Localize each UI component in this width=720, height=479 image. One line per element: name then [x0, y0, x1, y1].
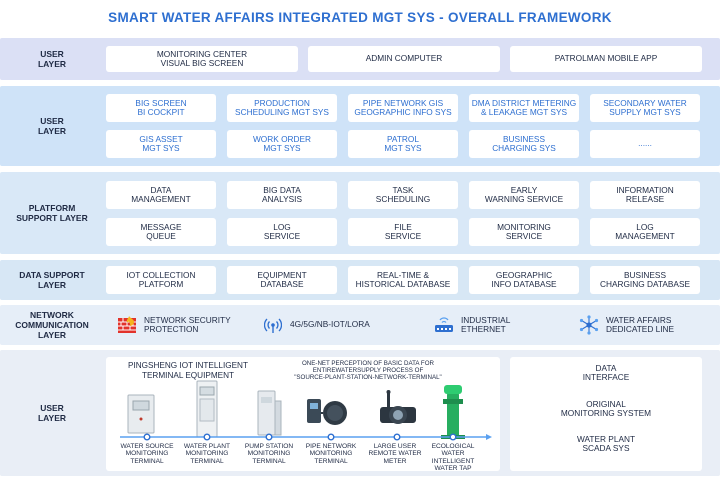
database-box: IOT COLLECTION PLATFORM: [106, 266, 216, 294]
platform-service-box: TASK SCHEDULING: [348, 181, 458, 209]
ellipsis-box: ......: [590, 130, 700, 158]
pump-station-cabinet-icon: [257, 390, 282, 436]
system-box: WORK ORDER MGT SYS: [227, 130, 337, 158]
equipment-panel: [106, 357, 500, 471]
dedicated-line-label: WATER AFFAIRS DEDICATED LINE: [606, 314, 675, 334]
patrolman-app-box: PATROLMAN MOBILE APP: [510, 46, 702, 72]
ethernet-label: INDUSTRIAL ETHERNET: [461, 314, 511, 334]
platform-layer-label: PLATFORM SUPPORT LAYER: [16, 203, 88, 223]
wireless-label: 4G/5G/NB-IOT/LORA: [290, 319, 370, 330]
platform-service-box: FILE SERVICE: [348, 218, 458, 246]
bottom-layer-label: USER LAYER: [37, 403, 67, 423]
platform-service-box: MESSAGE QUEUE: [106, 218, 216, 246]
platform-service-box: MONITORING SERVICE: [469, 218, 579, 246]
network-security-label: NETWORK SECURITY PROTECTION: [144, 314, 231, 334]
pipe-network-monitor-icon: [307, 399, 347, 425]
system-box: SECONDARY WATER SUPPLY MGT SYS: [590, 94, 700, 122]
data-layer-label: DATA SUPPORT LAYER: [19, 270, 85, 290]
admin-computer-box: ADMIN COMPUTER: [308, 46, 500, 72]
platform-service-box: EARLY WARNING SERVICE: [469, 181, 579, 209]
system-box: BUSINESS CHARGING SYS: [469, 130, 579, 158]
water-source-cabinet-icon: [127, 394, 155, 434]
monitoring-center-box: MONITORING CENTER VISUAL BIG SCREEN: [106, 46, 298, 72]
pipe-network-terminal-label: PIPE NETWORK MONITORING TERMINAL: [305, 443, 357, 465]
equipment-title: PINGSHENG IOT INTELLIGENT TERMINAL EQUIP…: [128, 361, 248, 380]
database-box: GEOGRAPHIC INFO DATABASE: [469, 266, 579, 294]
ethernet-item: INDUSTRIAL ETHERNET: [433, 314, 510, 336]
platform-service-box: LOG SERVICE: [227, 218, 337, 246]
water-source-terminal-label: WATER SOURCE MONITORING TERMINAL: [120, 443, 174, 465]
scada-item: WATER PLANT SCADA SYS: [576, 433, 636, 453]
system-box: GIS ASSET MGT SYS: [106, 130, 216, 158]
fire-hydrant-icon: [441, 385, 465, 439]
router-icon: [433, 315, 455, 335]
wireless-item: 4G/5G/NB-IOT/LORA: [262, 314, 370, 336]
system-box: PRODUCTION SCHEDULING MGT SYS: [227, 94, 337, 122]
network-security-item: NETWORK SECURITY PROTECTION: [116, 314, 231, 336]
water-tap-terminal-label: ECOLOGICAL WATER INTELLIGENT WATER TAP: [431, 443, 475, 472]
system-box: PATROL MGT SYS: [348, 130, 458, 158]
wireless-signal-icon: [262, 315, 284, 335]
system-box: BIG SCREEN BI COCKPIT: [106, 94, 216, 122]
perception-caption: ONE-NET PERCEPTION OF BASIC DATA FOR ENT…: [294, 360, 442, 381]
original-monitoring-item: ORIGINAL MONITORING SYSTEM: [560, 398, 652, 418]
water-plant-terminal-label: WATER PLANT MONITORING TERMINAL: [183, 443, 231, 465]
page-title: SMART WATER AFFAIRS INTEGRATED MGT SYS -…: [108, 9, 612, 25]
water-meter-terminal-label: LARGE USER REMOTE WATER METER: [368, 443, 422, 465]
platform-service-box: INFORMATION RELEASE: [590, 181, 700, 209]
network-hub-icon: [578, 315, 600, 335]
data-interface-item: DATA INTERFACE: [582, 362, 630, 382]
network-layer-label: NETWORK COMMUNICATION LAYER: [15, 310, 89, 340]
platform-service-box: DATA MANAGEMENT: [106, 181, 216, 209]
interfaces-panel: [510, 357, 702, 471]
dedicated-line-item: WATER AFFAIRS DEDICATED LINE: [578, 314, 674, 336]
pump-station-terminal-label: PUMP STATION MONITORING TERMINAL: [244, 443, 294, 465]
user-layer-1-label: USER LAYER: [37, 49, 67, 69]
system-box: PIPE NETWORK GIS GEOGRAPHIC INFO SYS: [348, 94, 458, 122]
firewall-icon: [116, 315, 138, 335]
terminal-equipment-illustrations: [120, 380, 492, 441]
database-box: EQUIPMENT DATABASE: [227, 266, 337, 294]
database-box: BUSINESS CHARGING DATABASE: [590, 266, 700, 294]
user-layer-2-label: USER LAYER: [37, 116, 67, 136]
system-box: DMA DISTRICT METERING & LEAKAGE MGT SYS: [469, 94, 579, 122]
water-meter-icon: [380, 390, 416, 424]
water-plant-cabinet-icon: [196, 380, 218, 438]
platform-service-box: LOG MANAGEMENT: [590, 218, 700, 246]
platform-service-box: BIG DATA ANALYSIS: [227, 181, 337, 209]
database-box: REAL-TIME & HISTORICAL DATABASE: [348, 266, 458, 294]
